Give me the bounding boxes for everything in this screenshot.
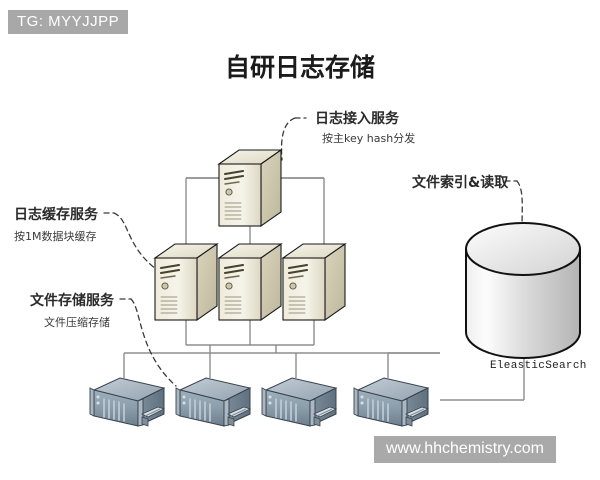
label-filestore-service: 文件存储服务 [30,293,114,309]
label-ingest-service: 日志接入服务 [315,111,399,127]
label-cache-service-sub: 按1M数据块缓存 [14,230,97,243]
watermark: www.hhchemistry.com [374,436,556,463]
leader-lines [103,117,523,387]
server-tower-cache-3 [281,242,347,322]
rack-storage-4 [353,377,429,427]
page-title: 自研日志存储 [224,53,375,82]
label-file-index-read: 文件索引&读取 [412,175,509,191]
database-cylinder-icon [465,222,581,359]
leader-filestore [130,298,177,387]
rack-storage-1 [89,377,165,427]
rack-storage-2 [175,377,251,427]
label-filestore-service-sub: 文件压缩存储 [44,316,110,329]
leader-cache [113,212,167,277]
leader-ingest [280,117,296,161]
database-caption: EleasticSearch [490,360,587,372]
tg-badge: TG: MYYJJPP [8,10,129,34]
label-cache-service: 日志缓存服务 [14,207,98,223]
server-tower-cache-1 [153,242,219,322]
rack-storage-3 [261,377,337,427]
label-ingest-service-sub: 按主key hash分发 [322,132,416,145]
server-tower-ingest [217,148,283,228]
leader-index [516,180,523,229]
server-tower-cache-2 [217,242,283,322]
